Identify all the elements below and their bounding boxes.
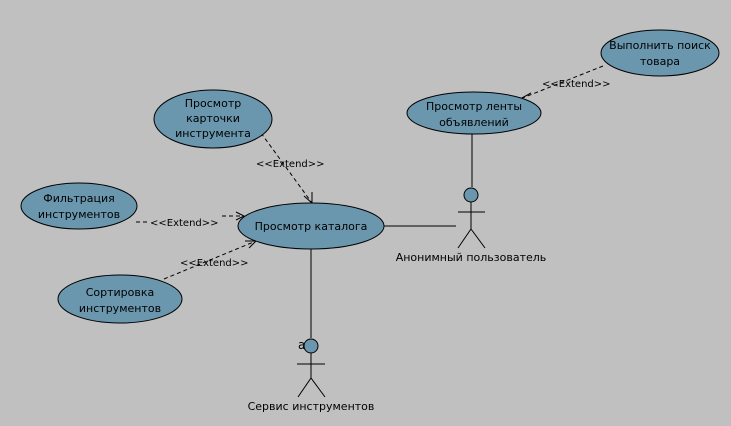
use-case-search[interactable]: Выполнить поиск товара	[600, 29, 720, 77]
use-case-label: объявлений	[439, 116, 509, 129]
use-case-label: Фильтрация	[43, 192, 115, 205]
extend-label: <<Extend>>	[150, 218, 219, 229]
actor-label: Анонимный пользователь	[396, 251, 547, 264]
extend-search-to-feed: <<Extend>>	[518, 65, 611, 103]
use-case-label: Просмотр ленты	[426, 100, 522, 113]
use-case-label: инструментов	[79, 302, 161, 315]
extend-sort-to-catalog: <<Extend>>	[163, 240, 258, 280]
use-case-view-feed[interactable]: Просмотр ленты объявлений	[406, 91, 542, 135]
extend-label: <<Extend>>	[256, 159, 325, 170]
stick-figure-icon	[297, 338, 326, 398]
extend-label: <<Extend>>	[542, 79, 611, 90]
extend-filter-to-catalog: <<Extend>>	[136, 211, 246, 229]
use-case-sort[interactable]: Сортировка инструментов	[57, 274, 183, 324]
use-case-label: Сортировка	[86, 286, 155, 299]
actor-anonymous[interactable]: Анонимный пользователь	[396, 187, 547, 264]
use-case-label: инструментов	[38, 208, 120, 221]
actor-label: Сервис инструментов	[248, 400, 375, 413]
extend-card-to-catalog: <<Extend>>	[256, 132, 325, 205]
use-case-label: Просмотр	[185, 97, 241, 110]
actor-service[interactable]: a Сервис инструментов	[248, 338, 375, 413]
use-case-view-catalog[interactable]: Просмотр каталога	[237, 202, 385, 250]
stick-figure-icon	[457, 187, 486, 249]
use-case-label: карточки	[186, 112, 240, 125]
actor-marker: a	[298, 338, 305, 352]
use-case-label: Выполнить поиск	[609, 39, 711, 52]
use-case-filter[interactable]: Фильтрация инструментов	[20, 182, 138, 230]
use-case-label: товара	[640, 55, 680, 68]
use-case-label: инструмента	[175, 127, 251, 140]
use-case-view-card[interactable]: Просмотр карточки инструмента	[153, 89, 273, 149]
use-case-label: Просмотр каталога	[255, 220, 368, 233]
extend-label: <<Extend>>	[180, 258, 249, 269]
